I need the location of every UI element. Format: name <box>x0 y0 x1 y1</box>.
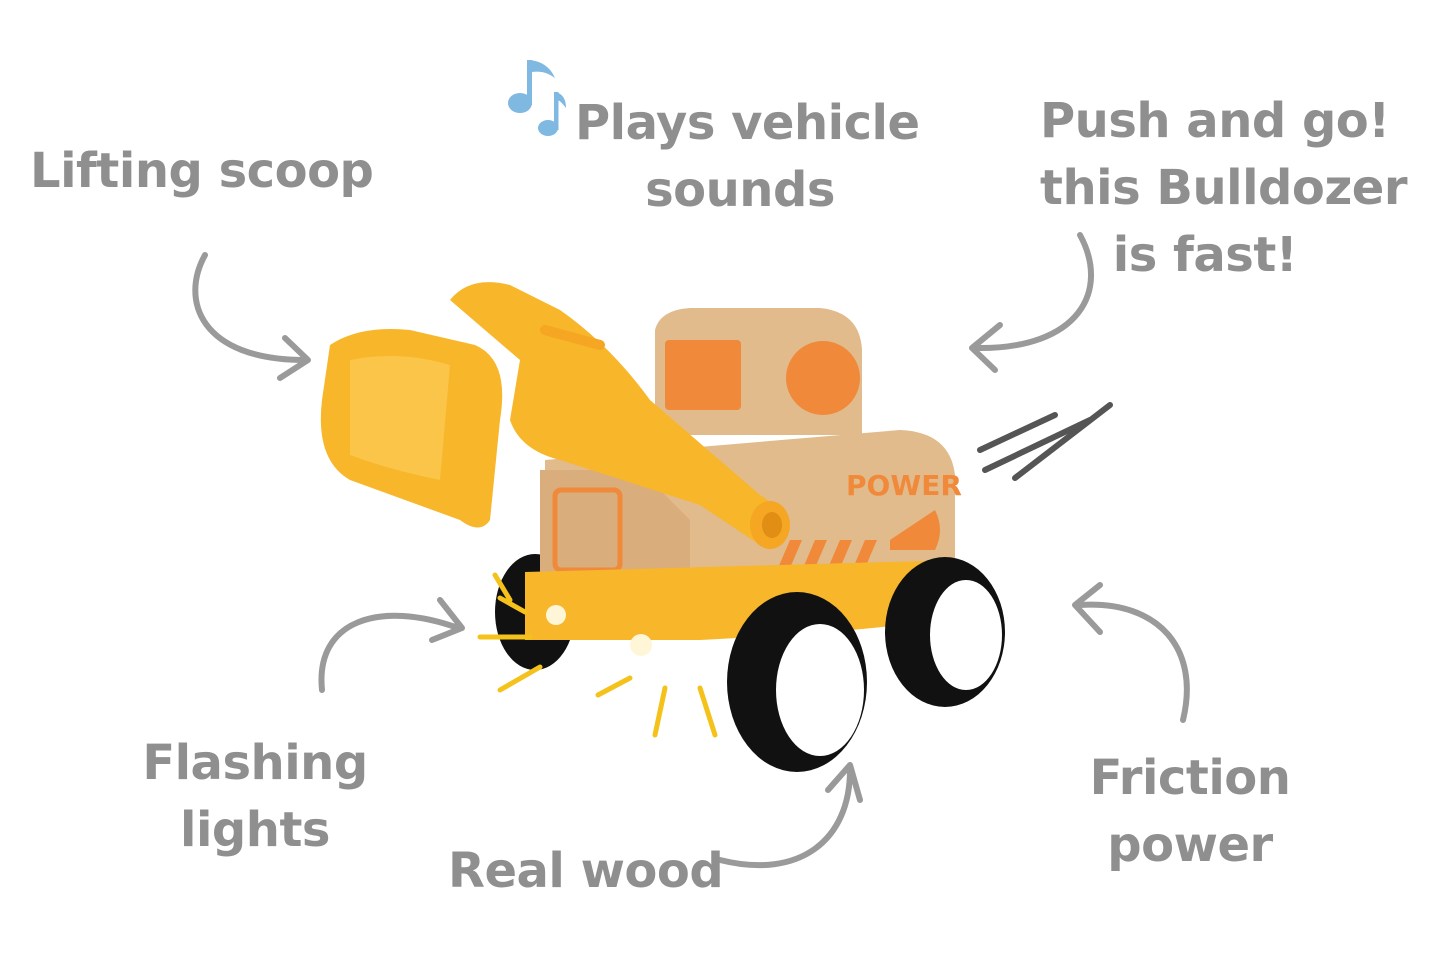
friction-line-2: power <box>1107 817 1273 874</box>
arrow-icon <box>192 252 311 381</box>
music-note-icon <box>508 60 566 136</box>
feature-push-and-go: Push and go! this Bulldozer is fast! <box>1040 88 1408 290</box>
flashing-line-1: Flashing <box>142 735 368 791</box>
arrow-icon <box>717 762 863 869</box>
push-line-2: this Bulldozer <box>1040 160 1408 217</box>
feature-sounds: Plays vehicle sounds <box>575 90 920 224</box>
push-line-3: is fast! <box>1112 227 1298 284</box>
lifting-scoop-text: Lifting scoop <box>30 143 374 199</box>
arrow-icon <box>969 232 1095 373</box>
feature-friction-power: Friction power <box>1080 745 1300 879</box>
sounds-line-2: sounds <box>645 162 835 219</box>
sounds-line-1: Plays vehicle <box>575 95 920 151</box>
feature-real-wood: Real wood <box>448 838 724 905</box>
power-print: POWER <box>846 469 962 502</box>
toy-excavator: POWER <box>320 282 1005 772</box>
feature-flashing-lights: Flashing lights <box>140 730 370 864</box>
friction-line-1: Friction <box>1089 750 1291 806</box>
arrow-icon <box>1072 582 1190 723</box>
flashing-line-2: lights <box>180 802 330 859</box>
real-wood-text: Real wood <box>448 843 724 899</box>
push-line-1: Push and go! <box>1040 93 1390 149</box>
feature-lifting-scoop: Lifting scoop <box>30 138 374 205</box>
speed-lines-icon <box>977 402 1113 481</box>
light-rays-icon <box>477 572 718 738</box>
arrow-icon <box>318 597 465 693</box>
